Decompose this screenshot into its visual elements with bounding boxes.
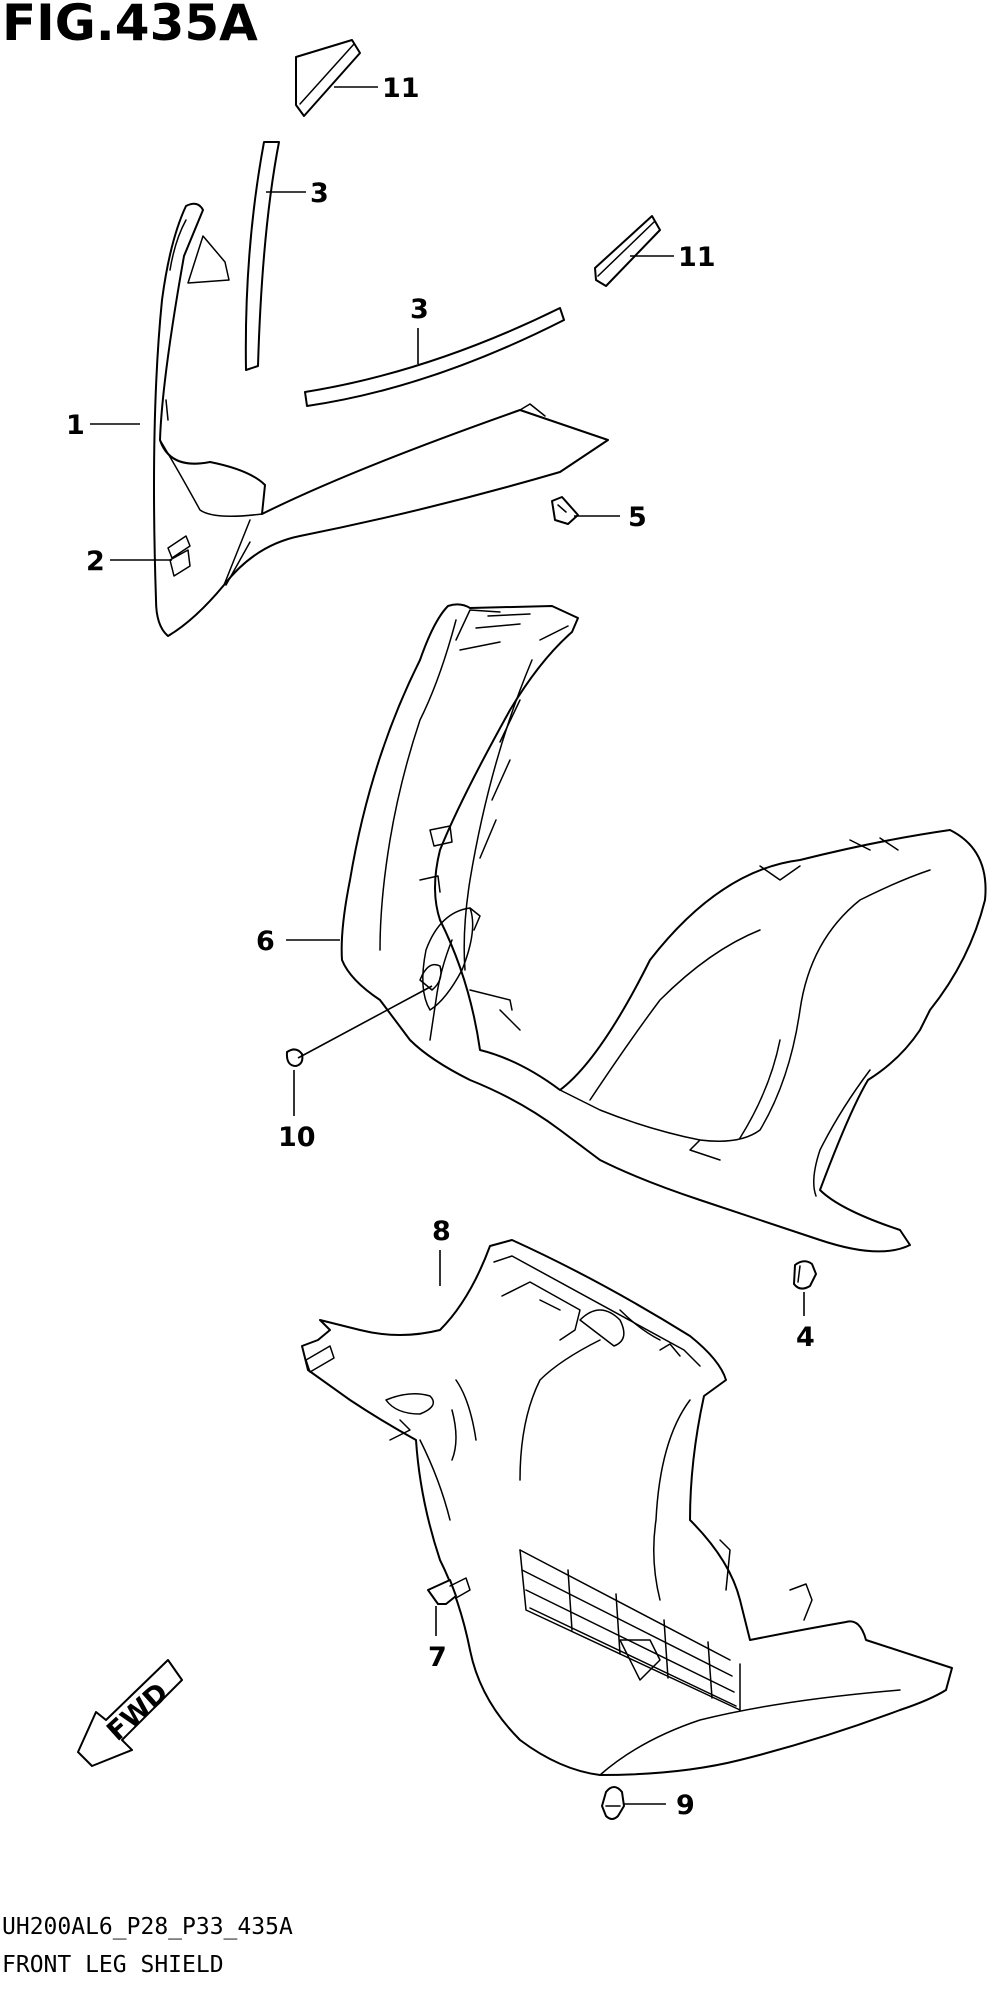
part-3-moulding-vertical[interactable] bbox=[244, 141, 280, 371]
fwd-arrow: FWD bbox=[77, 1659, 183, 1767]
part-7-screw[interactable] bbox=[427, 1577, 471, 1605]
callout-4[interactable]: 4 bbox=[796, 1322, 815, 1353]
callout-11-right[interactable]: 11 bbox=[678, 242, 716, 273]
callout-3-upper[interactable]: 3 bbox=[310, 178, 329, 209]
callout-5[interactable]: 5 bbox=[628, 502, 647, 533]
part-6-front-leg-shield[interactable] bbox=[340, 603, 987, 1253]
part-11-strip-upper[interactable] bbox=[295, 39, 361, 117]
callout-leaders bbox=[90, 86, 805, 1805]
callout-11-upper[interactable]: 11 bbox=[382, 73, 420, 104]
part-9-fastener[interactable] bbox=[601, 1786, 625, 1820]
callout-labels: 11 3 11 3 1 5 2 6 10 8 4 7 9 bbox=[66, 73, 815, 1821]
callout-9[interactable]: 9 bbox=[676, 1790, 695, 1821]
part-10-grommet[interactable] bbox=[285, 1048, 304, 1067]
part-8-lower-leg-shield[interactable] bbox=[301, 1239, 953, 1776]
callout-3-lower[interactable]: 3 bbox=[410, 294, 429, 325]
callout-7[interactable]: 7 bbox=[428, 1642, 447, 1673]
figure-code: UH200AL6_P28_P33_435A bbox=[2, 1914, 293, 1940]
figure-name: FRONT LEG SHIELD bbox=[2, 1952, 224, 1978]
callout-8[interactable]: 8 bbox=[432, 1216, 451, 1247]
part-11-strip-right[interactable] bbox=[594, 215, 661, 287]
part-4-clip[interactable] bbox=[793, 1260, 817, 1290]
figure-title: FIG.435A bbox=[2, 0, 258, 52]
part-5-clip-nut[interactable] bbox=[551, 496, 579, 525]
callout-2[interactable]: 2 bbox=[86, 546, 105, 577]
callout-10[interactable]: 10 bbox=[278, 1122, 316, 1153]
part-3-moulding-horizontal[interactable] bbox=[304, 307, 565, 407]
callout-1[interactable]: 1 bbox=[66, 410, 85, 441]
callout-6[interactable]: 6 bbox=[256, 926, 275, 957]
part-1-leg-shield-cover[interactable] bbox=[153, 202, 609, 637]
